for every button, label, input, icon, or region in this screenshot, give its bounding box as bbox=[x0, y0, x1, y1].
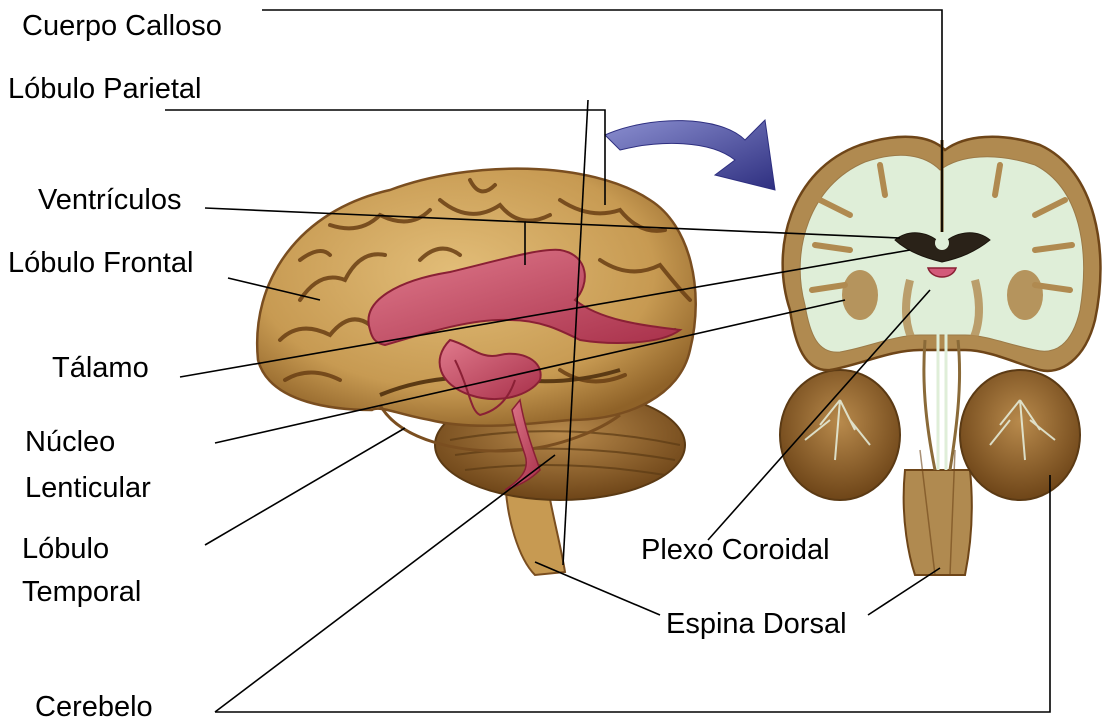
label-lobulo-frontal: Lóbulo Frontal bbox=[8, 249, 193, 278]
label-cuerpo-calloso: Cuerpo Calloso bbox=[22, 12, 222, 41]
line-temporal bbox=[205, 428, 405, 545]
label-plexo-coroidal: Plexo Coroidal bbox=[641, 536, 830, 565]
label-temporal-line2: Temporal bbox=[22, 578, 141, 607]
label-lobulo-parietal: Lóbulo Parietal bbox=[8, 75, 201, 104]
curved-arrow bbox=[605, 120, 775, 190]
line-espina-2 bbox=[868, 568, 940, 615]
label-nucleo-line1: Núcleo bbox=[25, 428, 115, 457]
coronal-section bbox=[780, 137, 1100, 575]
label-cerebelo: Cerebelo bbox=[35, 693, 153, 722]
label-ventriculos: Ventrículos bbox=[38, 186, 181, 215]
label-talamo: Tálamo bbox=[52, 354, 149, 383]
line-cerebelo bbox=[215, 455, 555, 712]
label-temporal-line1: Lóbulo bbox=[22, 535, 109, 564]
line-espina-1 bbox=[535, 562, 660, 615]
label-espina-dorsal: Espina Dorsal bbox=[666, 610, 847, 639]
label-nucleo-line2: Lenticular bbox=[25, 474, 151, 503]
